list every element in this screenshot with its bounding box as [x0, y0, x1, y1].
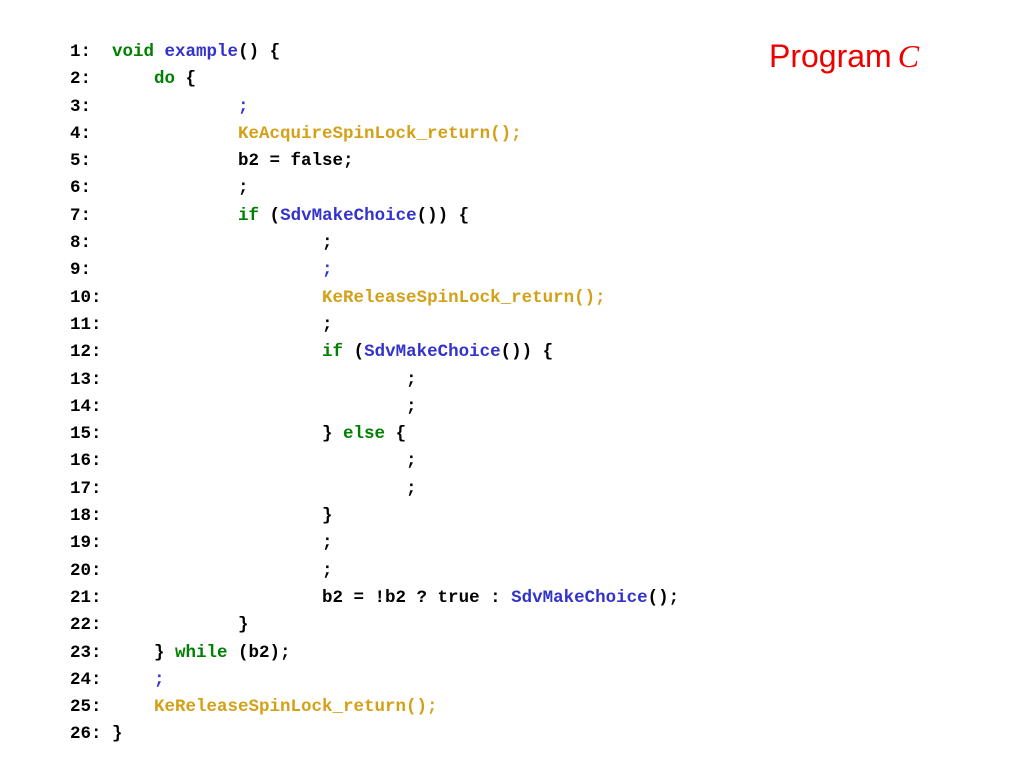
- code-line: 23: } while (b2);: [70, 640, 679, 667]
- code-listing: 1: void example() {2: do {3: ;4: KeAcqui…: [70, 39, 679, 749]
- code-token: 24:: [70, 669, 155, 690]
- code-token: else: [343, 424, 386, 445]
- title-text: Program: [769, 38, 892, 74]
- title-variable: C: [897, 38, 920, 74]
- code-token: 1:: [70, 42, 113, 62]
- code-line: 8: ;: [70, 230, 679, 257]
- code-line: 14: ;: [70, 394, 679, 421]
- code-token: 16: ;: [70, 451, 417, 472]
- code-token: (: [259, 205, 281, 226]
- code-line: 5: b2 = false;: [70, 148, 679, 175]
- code-token: 7:: [70, 205, 239, 226]
- code-line: 18: }: [70, 503, 679, 530]
- code-line: 13: ;: [70, 367, 679, 394]
- code-token: 2:: [70, 69, 155, 90]
- code-token: SdvMakeChoice: [280, 205, 417, 226]
- code-line: 16: ;: [70, 448, 679, 475]
- code-line: 17: ;: [70, 476, 679, 503]
- code-line: 10: KeReleaseSpinLock_return();: [70, 285, 679, 312]
- code-token: ;: [154, 669, 165, 690]
- code-token: 5: b2 = false;: [70, 151, 354, 172]
- code-token: KeReleaseSpinLock_return();: [154, 697, 438, 718]
- code-token: {: [175, 69, 197, 90]
- code-line: 11: ;: [70, 312, 679, 339]
- code-token: 14: ;: [70, 396, 417, 417]
- code-token: ()) {: [416, 205, 470, 226]
- code-token: 13: ;: [70, 369, 417, 390]
- code-line: 12: if (SdvMakeChoice()) {: [70, 339, 679, 366]
- code-token: 19: ;: [70, 533, 333, 554]
- code-token: 18: }: [70, 506, 333, 527]
- code-token: 9:: [70, 260, 323, 281]
- code-token: 15: }: [70, 424, 344, 445]
- code-token: 23: }: [70, 642, 176, 663]
- code-line: 15: } else {: [70, 421, 679, 448]
- code-token: KeReleaseSpinLock_return();: [322, 287, 606, 308]
- code-token: 3:: [70, 96, 239, 117]
- code-token: void: [112, 42, 155, 62]
- code-line: 22: }: [70, 612, 679, 639]
- code-token: if: [238, 205, 260, 226]
- code-token: 20: ;: [70, 560, 333, 581]
- code-token: {: [385, 424, 407, 445]
- code-token: while: [175, 642, 228, 663]
- code-line: 19: ;: [70, 530, 679, 557]
- code-token: 4:: [70, 123, 239, 144]
- code-token: 26: }: [70, 724, 123, 745]
- code-token: 8: ;: [70, 233, 333, 254]
- code-line: 20: ;: [70, 558, 679, 585]
- code-token: 17: ;: [70, 478, 417, 499]
- code-line: 24: ;: [70, 667, 679, 694]
- code-token: ()) {: [500, 342, 554, 363]
- code-token: (: [343, 342, 365, 363]
- code-token: () {: [238, 42, 281, 62]
- code-token: 25:: [70, 697, 155, 718]
- code-token: SdvMakeChoice: [511, 587, 648, 608]
- code-token: if: [322, 342, 344, 363]
- code-line: 21: b2 = !b2 ? true : SdvMakeChoice();: [70, 585, 679, 612]
- code-line: 26: }: [70, 721, 679, 748]
- code-token: 22: }: [70, 615, 249, 636]
- code-token: ;: [322, 260, 333, 281]
- code-line: 4: KeAcquireSpinLock_return();: [70, 121, 679, 148]
- code-token: 10:: [70, 287, 323, 308]
- code-token: 21: b2 = !b2 ? true :: [70, 587, 512, 608]
- code-line: 1: void example() {: [70, 39, 679, 66]
- code-token: do: [154, 69, 176, 90]
- code-token: ;: [238, 96, 249, 117]
- code-token: example: [164, 42, 239, 62]
- code-token: [154, 42, 165, 62]
- code-token: (b2);: [227, 642, 291, 663]
- code-token: 12:: [70, 342, 323, 363]
- code-line: 6: ;: [70, 175, 679, 202]
- code-line: 9: ;: [70, 257, 679, 284]
- code-token: KeAcquireSpinLock_return();: [238, 123, 522, 144]
- code-line: 7: if (SdvMakeChoice()) {: [70, 203, 679, 230]
- code-token: 6: ;: [70, 178, 249, 199]
- code-token: ();: [647, 587, 680, 608]
- code-token: SdvMakeChoice: [364, 342, 501, 363]
- code-line: 25: KeReleaseSpinLock_return();: [70, 694, 679, 721]
- code-line: 3: ;: [70, 94, 679, 121]
- code-token: 11: ;: [70, 314, 333, 335]
- code-line: 2: do {: [70, 66, 679, 93]
